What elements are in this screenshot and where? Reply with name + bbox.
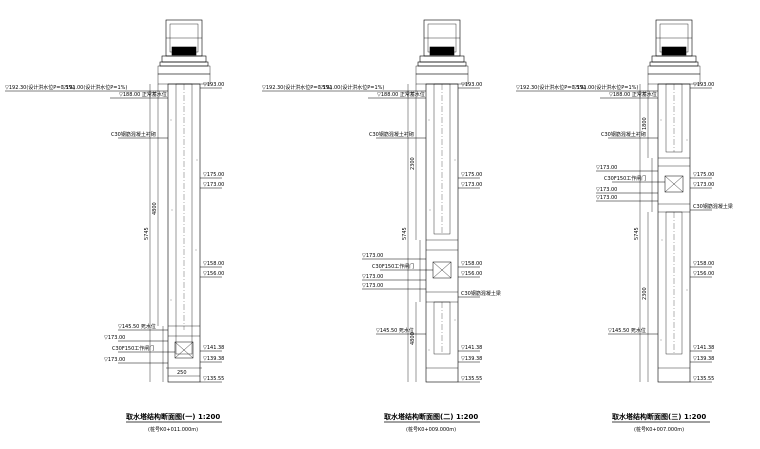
level-label-flood-1: ▽191.00(设计洪水位P=1%)	[319, 84, 384, 91]
panel-1-labels: ▽192.30(设计洪水位P=0.5%) ▽191.00(设计洪水位P=1%) …	[5, 82, 224, 433]
panel-subtitle: (桩号K0+011.000m)	[148, 426, 198, 433]
level-label-dead: ▽145.50 死水位	[608, 327, 646, 334]
level-label-175: ▽175.00	[203, 172, 224, 178]
level-label-173: ▽173.00	[693, 182, 714, 188]
beam-label: C30钢筋混凝土梁	[693, 203, 733, 210]
shaft-1	[166, 83, 202, 383]
dimension-total: 5745	[402, 227, 408, 240]
level-label-193: ▽193.00	[203, 82, 224, 88]
dimensions-1	[149, 84, 200, 382]
level-label-173-left-2: ▽173.00	[362, 274, 383, 280]
gate-label: C30F150工作闸门	[112, 345, 154, 352]
level-label-175: ▽175.00	[461, 172, 482, 178]
level-label-173-left-3: ▽173.00	[362, 283, 383, 289]
dimension-lower: 2300	[642, 287, 648, 300]
level-label-normal: ▽188.00 正常蓄水位	[609, 91, 657, 98]
level-label-156: ▽156.00	[203, 271, 224, 277]
concrete-label: C30钢筋混凝土衬砌	[111, 131, 156, 138]
dimension-upper: 2300	[410, 157, 416, 170]
level-label-156: ▽156.00	[693, 271, 714, 277]
tower-head-3	[647, 19, 701, 85]
level-label-173-left-2: ▽173.00	[104, 357, 125, 363]
panel-scale: 1:200	[456, 413, 478, 421]
concrete-hatch	[170, 119, 688, 351]
level-label-158: ▽158.00	[693, 261, 714, 267]
dimension-upper: 1800	[642, 117, 648, 130]
shaft-3	[657, 83, 691, 383]
level-label-141: ▽141.38	[461, 345, 482, 351]
level-label-156: ▽156.00	[461, 271, 482, 277]
level-label-173-left: ▽173.00	[362, 253, 383, 259]
level-label-141: ▽141.38	[693, 345, 714, 351]
level-label-dead: ▽145.50 死水位	[376, 327, 414, 334]
level-label-173: ▽173.00	[461, 182, 482, 188]
dimension-upper: 4800	[152, 202, 158, 215]
level-label-flood-1: ▽191.00(设计洪水位P=1%)	[573, 84, 638, 91]
level-label-dead: ▽145.50 死水位	[118, 323, 156, 330]
level-label-135: ▽135.55	[461, 376, 482, 382]
level-label-158: ▽158.00	[203, 261, 224, 267]
level-label-158: ▽158.00	[461, 261, 482, 267]
dimension-lower: 4800	[410, 332, 416, 345]
level-label-normal: ▽188.00 正常蓄水位	[119, 91, 167, 98]
panel-scale: 1:200	[198, 413, 220, 421]
level-label-173-left: ▽173.00	[596, 165, 617, 171]
level-label-normal: ▽188.00 正常蓄水位	[377, 91, 425, 98]
level-label-139: ▽139.38	[461, 356, 482, 362]
panel-title: 取水塔结构断面图(二)	[384, 412, 453, 421]
level-label-flood-05: ▽192.30(设计洪水位P=0.5%)	[262, 84, 332, 91]
shaft-2	[425, 83, 459, 383]
dimensions-3	[639, 84, 653, 382]
panel-subtitle: (桩号K0+009.000m)	[406, 426, 456, 433]
leaders-3	[516, 87, 712, 383]
level-label-flood-05: ▽192.30(设计洪水位P=0.5%)	[5, 84, 75, 91]
beam-label: C30钢筋混凝土梁	[461, 290, 501, 297]
panel-scale: 1:200	[684, 413, 706, 421]
level-label-flood-1: ▽191.00(设计洪水位P=1%)	[62, 84, 127, 91]
level-label-175: ▽175.00	[693, 172, 714, 178]
panel-3-labels: ▽192.30(设计洪水位P=0.5%) ▽191.00(设计洪水位P=1%) …	[516, 82, 733, 433]
section-panel-3	[516, 19, 712, 383]
level-label-139: ▽139.38	[693, 356, 714, 362]
concrete-label: C30钢筋混凝土衬砌	[369, 131, 414, 138]
level-label-173-left-3: ▽173.00	[596, 195, 617, 201]
level-label-141: ▽141.38	[203, 345, 224, 351]
tower-head-2	[415, 19, 469, 85]
panel-title: 取水塔结构断面图(一)	[126, 412, 195, 421]
panel-2-labels: ▽192.30(设计洪水位P=0.5%) ▽191.00(设计洪水位P=1%) …	[262, 82, 501, 433]
section-panel-1	[5, 19, 222, 383]
level-label-flood-05: ▽192.30(设计洪水位P=0.5%)	[516, 84, 586, 91]
leaders-2	[262, 87, 480, 383]
dimensions-2	[407, 84, 421, 382]
leaders-1	[5, 87, 222, 383]
level-label-173-left-2: ▽173.00	[596, 187, 617, 193]
level-label-173: ▽173.00	[203, 182, 224, 188]
level-label-135: ▽135.55	[693, 376, 714, 382]
level-label-193: ▽193.00	[693, 82, 714, 88]
panel-title: 取水塔结构断面图(三)	[612, 412, 681, 421]
gate-label: C30F150工作闸门	[372, 263, 414, 270]
section-panel-2	[262, 19, 480, 383]
dimension-total: 5745	[144, 227, 150, 240]
level-label-135: ▽135.55	[203, 376, 224, 382]
dimension-total: 5745	[634, 227, 640, 240]
concrete-label: C30钢筋混凝土衬砌	[601, 131, 646, 138]
panel-subtitle: (桩号K0+007.000m)	[634, 426, 684, 433]
dimension-bottom: 250	[177, 370, 187, 376]
level-label-193: ▽193.00	[461, 82, 482, 88]
gate-label: C30F150工作闸门	[604, 175, 646, 182]
level-label-173-left: ▽173.00	[104, 335, 125, 341]
tower-head-1	[157, 19, 211, 85]
level-label-139: ▽139.38	[203, 356, 224, 362]
